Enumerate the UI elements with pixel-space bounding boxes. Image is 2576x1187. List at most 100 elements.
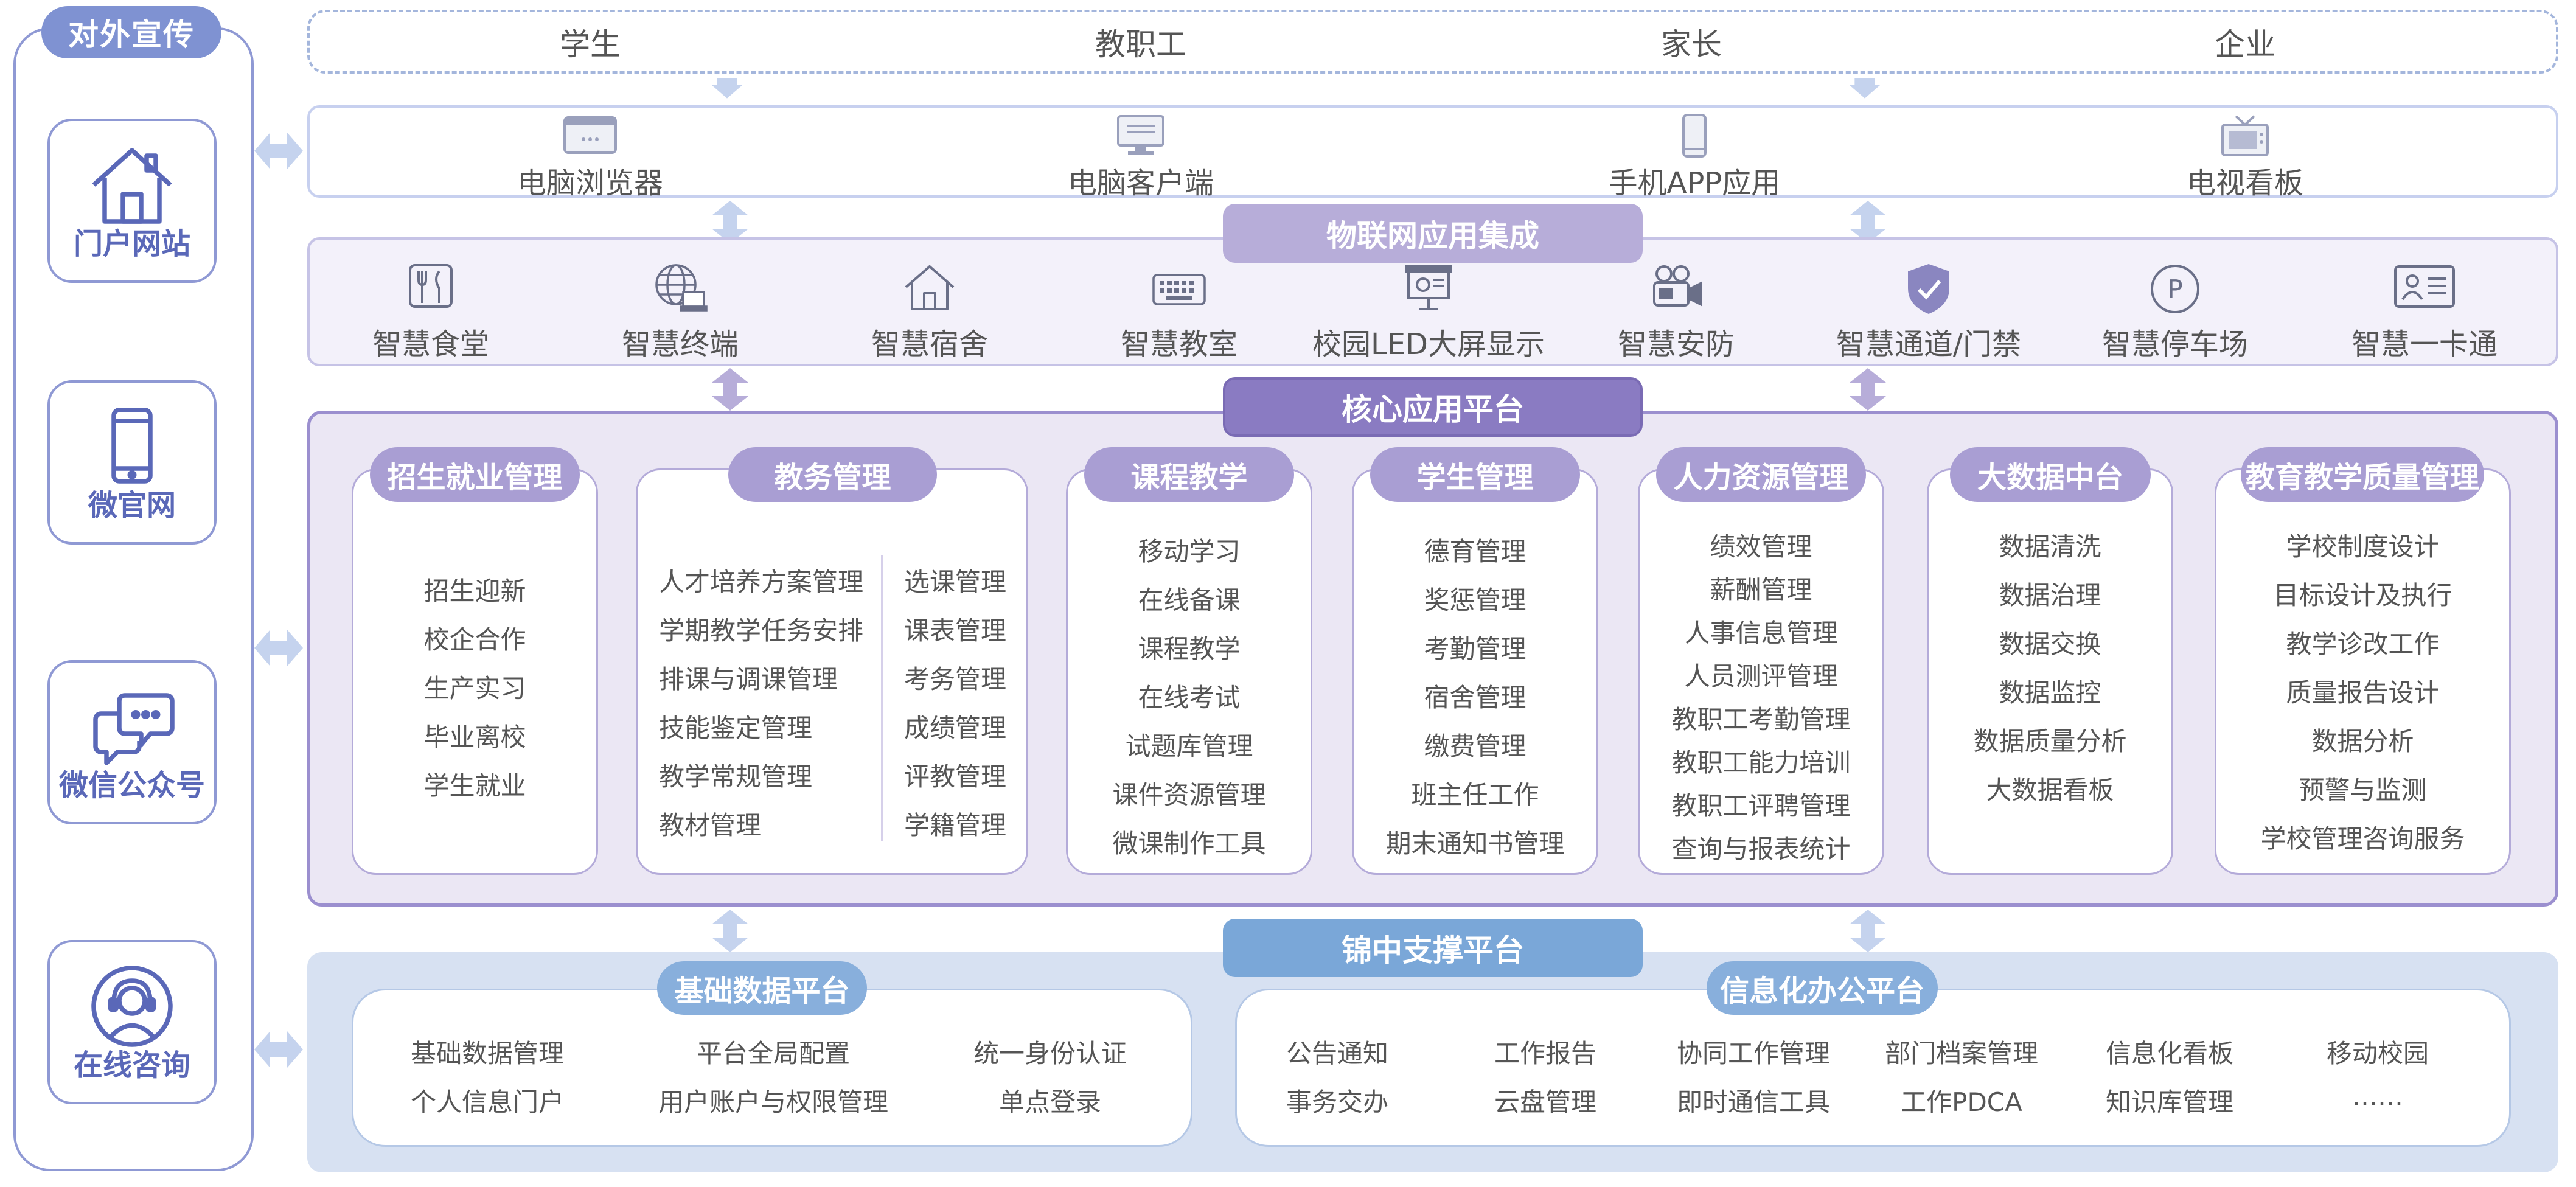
- iot-led-screen-label: 校园LED大屏显示: [1312, 327, 1545, 361]
- user-staff: 教职工: [1095, 26, 1186, 62]
- basic-data-platform-box: 基础数据管理 平台全局配置 统一身份认证 个人信息门户 用户账户与权限管理 单点…: [352, 989, 1192, 1147]
- module-title-big-data: 大数据中台: [1950, 447, 2151, 502]
- user-row: [307, 10, 2558, 74]
- module-title-student-management: 学生管理: [1370, 447, 1580, 502]
- module-title-academic-affairs: 教务管理: [728, 447, 937, 502]
- support-item: 单点登录: [998, 1087, 1101, 1117]
- arrow-iot-core-left: [712, 368, 748, 411]
- module-item: 数据交换: [1999, 629, 2101, 659]
- module-item: 人才培养方案管理: [659, 567, 864, 597]
- iot-campus-card-label: 智慧一卡通: [2351, 327, 2498, 361]
- wechat-official-card[interactable]: 微信公众号: [47, 660, 217, 824]
- display-screen-icon: [1301, 262, 1556, 319]
- module-item: 在线考试: [1138, 683, 1241, 712]
- iot-canteen: 智慧食堂: [309, 262, 552, 365]
- module-item: 预警与监测: [2299, 775, 2427, 805]
- module-item: 学籍管理: [904, 810, 1007, 840]
- module-item: 宿舍管理: [1424, 683, 1526, 712]
- module-item: 课表管理: [904, 616, 1007, 646]
- module-item: 排课与调课管理: [659, 664, 838, 694]
- terminal-browser-label: 电脑浏览器: [517, 166, 663, 200]
- module-title-human-resources: 人力资源管理: [1656, 447, 1866, 502]
- module-item: 目标设计及执行: [2273, 580, 2452, 610]
- iot-access-gate: 智慧通道/门禁: [1801, 262, 2056, 365]
- iot-terminal-label: 智慧终端: [621, 327, 739, 361]
- module-item: 数据监控: [1999, 678, 2101, 708]
- support-item: 用户账户与权限管理: [658, 1087, 888, 1117]
- module-item: 缴费管理: [1424, 731, 1526, 761]
- id-card-icon: [2303, 262, 2546, 319]
- module-item: 移动学习: [1138, 537, 1241, 566]
- online-consult-label: 在线咨询: [73, 1048, 190, 1082]
- support-item: 事务交办: [1286, 1087, 1388, 1117]
- module-item: 学生就业: [423, 771, 526, 801]
- support-item: 工作报告: [1494, 1039, 1596, 1068]
- support-platform-title: 锦中支撑平台: [1223, 919, 1643, 977]
- phone-icon: [50, 401, 214, 492]
- module-item: 教学常规管理: [659, 762, 813, 792]
- iot-access-gate-label: 智慧通道/门禁: [1836, 327, 2022, 361]
- module-title-enrollment-employment: 招生就业管理: [370, 447, 580, 502]
- module-item: 教职工能力培训: [1671, 748, 1851, 778]
- module-item: 查询与报表统计: [1671, 834, 1851, 864]
- support-item: 工作PDCA: [1901, 1087, 2022, 1117]
- module-item: 校企合作: [423, 625, 526, 655]
- arrow-core-support-left: [712, 910, 748, 952]
- module-item: 教职工评聘管理: [1671, 791, 1851, 821]
- support-item: 公告通知: [1286, 1039, 1388, 1068]
- module-item: 试题库管理: [1125, 731, 1253, 761]
- iot-led-screen: 校园LED大屏显示: [1301, 262, 1556, 365]
- module-item: 评教管理: [904, 762, 1007, 792]
- module-item: 班主任工作: [1411, 780, 1539, 810]
- browser-icon: [450, 114, 730, 160]
- micro-site-label: 微官网: [88, 489, 176, 523]
- basic-data-platform-title: 基础数据平台: [657, 961, 867, 1015]
- portal-website-card[interactable]: 门户网站: [47, 119, 217, 283]
- support-item: 移动校园: [2326, 1039, 2429, 1068]
- iot-terminal: 智慧终端: [559, 262, 802, 365]
- support-item: 即时通信工具: [1676, 1087, 1830, 1117]
- module-item: 绩效管理: [1710, 532, 1812, 562]
- micro-site-card[interactable]: 微官网: [47, 380, 217, 545]
- monitor-icon: [1001, 114, 1281, 160]
- support-item: 云盘管理: [1494, 1087, 1596, 1117]
- module-item: 薪酬管理: [1710, 575, 1812, 605]
- module-item: 课件资源管理: [1112, 780, 1266, 810]
- module-item: 质量报告设计: [2286, 678, 2440, 708]
- headset-agent-icon: [50, 961, 214, 1052]
- tv-icon: [2105, 114, 2385, 160]
- support-item: 统一身份认证: [973, 1039, 1127, 1068]
- support-item: ……: [2352, 1082, 2403, 1112]
- module-item: 在线备课: [1138, 585, 1241, 615]
- iot-security: 智慧安防: [1554, 262, 1798, 365]
- terminal-browser: 电脑浏览器: [450, 105, 730, 200]
- module-item: 课程教学: [1138, 634, 1241, 664]
- support-item: 平台全局配置: [696, 1039, 850, 1068]
- left-arrow-support: [254, 1031, 303, 1068]
- terminal-tv: 电视看板: [2105, 105, 2385, 200]
- module-student-management: 德育管理 奖惩管理 考勤管理 宿舍管理 缴费管理 班主任工作 期末通知书管理: [1352, 468, 1598, 875]
- module-title-course-teaching: 课程教学: [1084, 447, 1294, 502]
- online-consult-card[interactable]: 在线咨询: [47, 940, 217, 1104]
- module-big-data: 数据清洗 数据治理 数据交换 数据监控 数据质量分析 大数据看板: [1927, 468, 2173, 875]
- iot-security-label: 智慧安防: [1617, 327, 1735, 361]
- module-course-teaching: 移动学习 在线备课 课程教学 在线考试 试题库管理 课件资源管理 微课制作工具: [1066, 468, 1312, 875]
- module-item: 奖惩管理: [1424, 585, 1526, 615]
- iot-dorm-label: 智慧宿舍: [871, 327, 988, 361]
- module-item: 招生迎新: [423, 576, 526, 606]
- module-item: 数据清洗: [1999, 532, 2101, 562]
- parking-icon: P: [2053, 262, 2297, 319]
- left-arrow-terminal: [254, 133, 303, 169]
- module-title-teaching-quality: 教育教学质量管理: [2241, 447, 2484, 502]
- iot-classroom: 智慧教室: [1057, 262, 1301, 365]
- arrow-iot-core-right: [1850, 368, 1886, 411]
- module-item: 数据质量分析: [1973, 726, 2127, 756]
- house-icon: [50, 139, 214, 231]
- core-platform-title: 核心应用平台: [1223, 377, 1643, 437]
- module-human-resources: 绩效管理 薪酬管理 人事信息管理 人员测评管理 教职工考勤管理 教职工能力培训 …: [1638, 468, 1884, 875]
- svg-text:P: P: [2167, 274, 2182, 304]
- wechat-official-label: 微信公众号: [58, 768, 205, 802]
- house-icon: [808, 262, 1051, 319]
- support-item: 基础数据管理: [410, 1039, 564, 1068]
- module-item: 大数据看板: [1986, 775, 2114, 805]
